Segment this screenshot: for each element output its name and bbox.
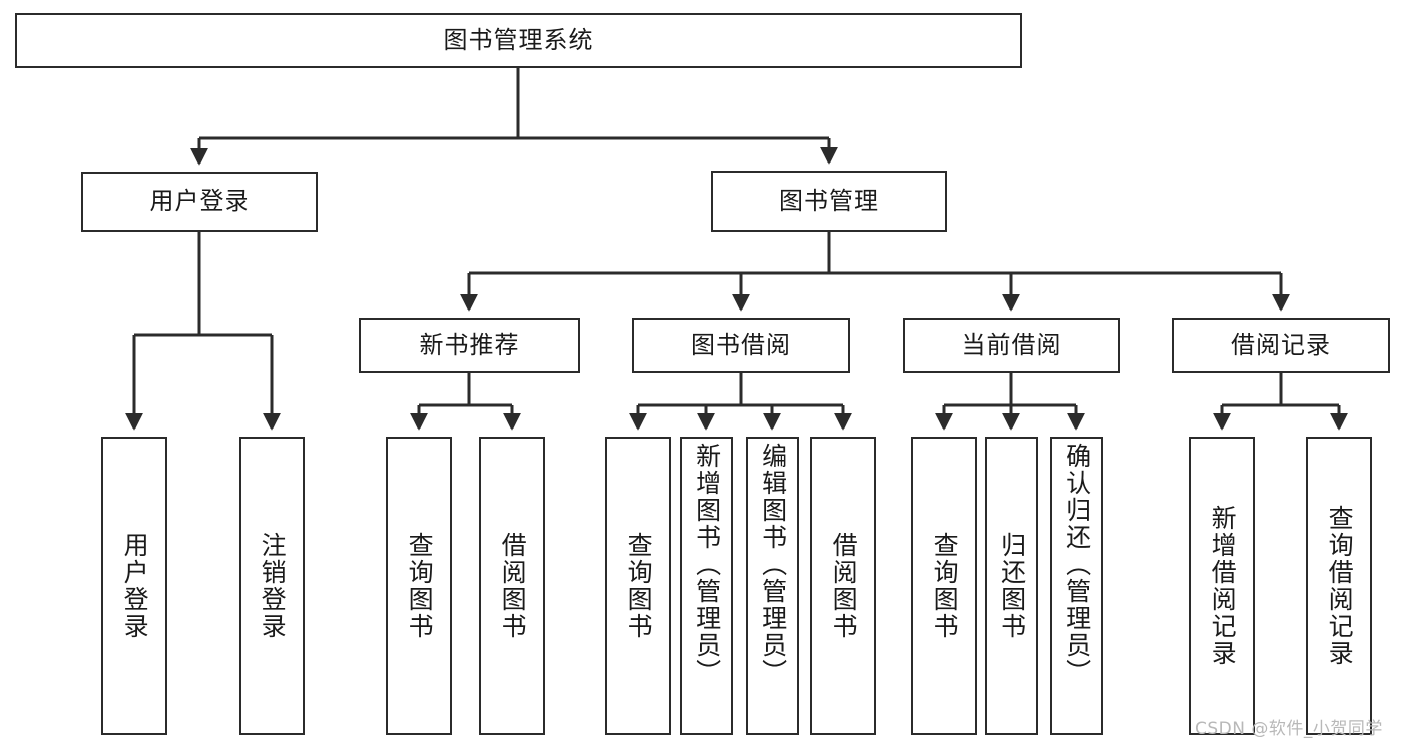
leaf-user-login-label: 用户登录 bbox=[120, 532, 150, 640]
leaf-query-book-1-label: 查询图书 bbox=[405, 532, 435, 640]
leaf-add-book-label: 新增图书（管理员） bbox=[692, 443, 722, 686]
node-book-manage-label: 图书管理 bbox=[779, 186, 879, 215]
leaf-query-book-2[interactable]: 查询图书 bbox=[605, 437, 671, 735]
node-root[interactable]: 图书管理系统 bbox=[15, 13, 1022, 68]
node-book-borrow[interactable]: 图书借阅 bbox=[632, 318, 850, 373]
leaf-query-book-2-label: 查询图书 bbox=[624, 532, 654, 640]
node-book-borrow-label: 图书借阅 bbox=[691, 330, 791, 359]
node-borrow-record-label: 借阅记录 bbox=[1231, 330, 1331, 359]
leaf-add-book[interactable]: 新增图书（管理员） bbox=[680, 437, 733, 735]
node-current-borrow-label: 当前借阅 bbox=[961, 330, 1062, 359]
leaf-query-record[interactable]: 查询借阅记录 bbox=[1306, 437, 1372, 735]
node-user-login[interactable]: 用户登录 bbox=[81, 172, 318, 232]
leaf-user-login[interactable]: 用户登录 bbox=[101, 437, 167, 735]
leaf-logout-label: 注销登录 bbox=[258, 532, 288, 640]
leaf-confirm-return-label: 确认归还（管理员） bbox=[1062, 443, 1092, 686]
csdn-watermark: CSDN @软件_小贺同学 bbox=[1195, 719, 1383, 739]
node-book-manage[interactable]: 图书管理 bbox=[711, 171, 947, 232]
leaf-return-book-label: 归还图书 bbox=[997, 532, 1027, 640]
leaf-add-record-label: 新增借阅记录 bbox=[1208, 505, 1238, 667]
leaf-borrow-book-2[interactable]: 借阅图书 bbox=[810, 437, 876, 735]
leaf-confirm-return[interactable]: 确认归还（管理员） bbox=[1050, 437, 1103, 735]
leaf-query-book-3-label: 查询图书 bbox=[930, 532, 960, 640]
leaf-edit-book[interactable]: 编辑图书（管理员） bbox=[746, 437, 799, 735]
leaf-borrow-book-1-label: 借阅图书 bbox=[498, 532, 528, 640]
node-new-book-recommend-label: 新书推荐 bbox=[419, 330, 520, 359]
node-root-label: 图书管理系统 bbox=[443, 25, 594, 54]
leaf-borrow-book-2-label: 借阅图书 bbox=[829, 532, 859, 640]
leaf-add-record[interactable]: 新增借阅记录 bbox=[1189, 437, 1255, 735]
leaf-query-book-3[interactable]: 查询图书 bbox=[911, 437, 977, 735]
node-new-book-recommend[interactable]: 新书推荐 bbox=[359, 318, 580, 373]
leaf-logout[interactable]: 注销登录 bbox=[239, 437, 305, 735]
leaf-edit-book-label: 编辑图书（管理员） bbox=[758, 443, 788, 686]
leaf-query-record-label: 查询借阅记录 bbox=[1325, 505, 1355, 667]
node-current-borrow[interactable]: 当前借阅 bbox=[903, 318, 1120, 373]
node-user-login-label: 用户登录 bbox=[149, 187, 250, 216]
leaf-return-book[interactable]: 归还图书 bbox=[985, 437, 1038, 735]
leaf-query-book-1[interactable]: 查询图书 bbox=[386, 437, 452, 735]
node-borrow-record[interactable]: 借阅记录 bbox=[1172, 318, 1390, 373]
leaf-borrow-book-1[interactable]: 借阅图书 bbox=[479, 437, 545, 735]
